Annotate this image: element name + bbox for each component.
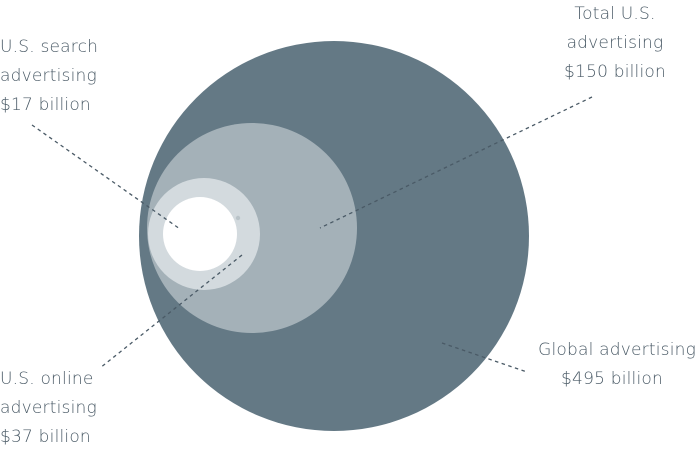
label-value: $495 billion (561, 369, 663, 389)
leader-line-total (319, 96, 593, 229)
search-leader-dot (235, 215, 241, 221)
label-line: U.S. search (0, 37, 99, 57)
label-line: advertising (566, 33, 664, 53)
label-value: $150 billion (564, 62, 666, 82)
label-global-advertising: Global advertising $495 billion (526, 336, 696, 394)
leader-line-global (441, 342, 528, 373)
label-total-us-advertising: Total U.S. advertising $150 billion (540, 0, 690, 87)
label-line: Global advertising (538, 340, 696, 360)
label-line: U.S. online (0, 369, 94, 389)
label-us-online-advertising: U.S. online advertising $37 billion (0, 365, 97, 452)
label-value: $37 billion (0, 427, 91, 447)
leader-line-online (99, 254, 243, 369)
label-us-search-advertising: U.S. search advertising $17 billion (0, 33, 98, 120)
label-line: advertising (0, 66, 97, 86)
label-value: $17 billion (0, 95, 91, 115)
label-line: advertising (0, 398, 97, 418)
label-line: Total U.S. (574, 4, 656, 24)
circle-us-search-advertising (163, 197, 237, 271)
leader-line-search (31, 124, 181, 230)
